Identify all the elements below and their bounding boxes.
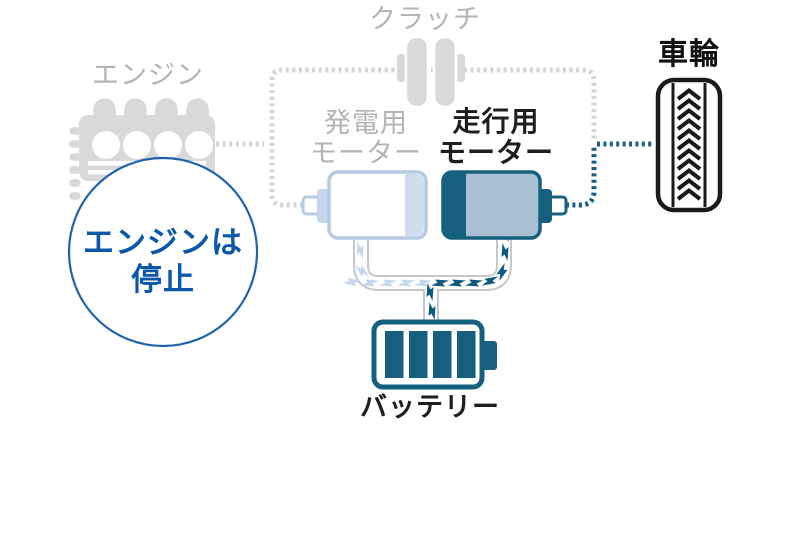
drive-output-dotted-line [566,141,653,208]
mechanical-linkage-dotted-line [216,67,597,208]
drive-motor-icon [441,170,568,240]
generator-motor-label: 発電用 モーター [290,108,442,168]
engine-stopped-callout-text: エンジンは 停止 [68,224,258,298]
battery-label: バッテリー [360,392,500,422]
drive-motor-label: 走行用 モーター [420,106,572,169]
clutch-label: クラッチ [369,4,481,34]
battery-icon [371,319,497,390]
engine-stopped-callout-circle [67,156,259,348]
generator-motor-label-line2: モーター [310,138,422,169]
drive-motor-label-line1: 走行用 [452,106,540,137]
wheel-label: 車輪 [658,38,720,71]
callout-line1: エンジンは [83,225,243,260]
tire-icon [655,77,723,213]
generator-motor-label-line1: 発電用 [324,108,408,138]
clutch-icon [397,35,465,109]
callout-line2: 停止 [131,262,195,297]
generator-motor-icon [301,170,428,240]
drive-motor-label-line2: モーター [437,137,554,169]
engine-label: エンジン [92,60,204,90]
